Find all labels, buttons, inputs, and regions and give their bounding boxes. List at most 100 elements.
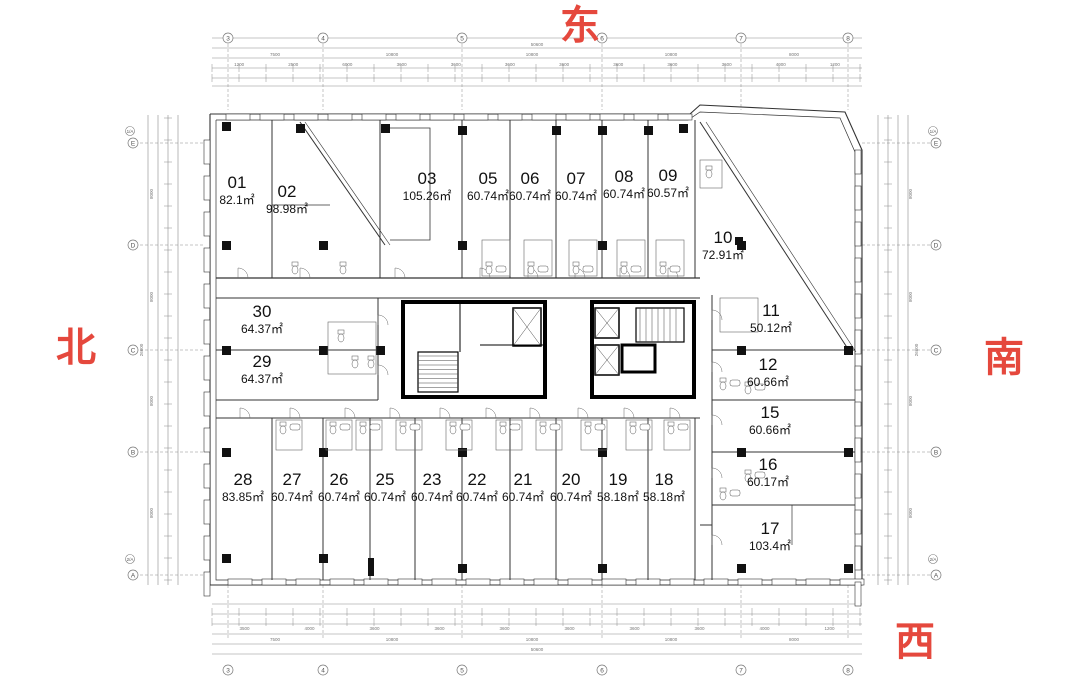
toilet-tank xyxy=(659,261,667,267)
grid-axis-circle xyxy=(842,32,854,44)
room-number: 12 xyxy=(758,355,778,374)
bottom-span-dimension: 10800 xyxy=(665,637,678,642)
toilet-tank xyxy=(584,421,592,427)
door-swing xyxy=(389,407,401,419)
toilet-bowl xyxy=(449,425,457,435)
window-bay xyxy=(203,139,211,165)
bathroom-enclosure xyxy=(495,419,523,451)
bottom-small-dimension: 3600 xyxy=(499,626,510,631)
room-number: 19 xyxy=(608,470,628,489)
bathroom-enclosure xyxy=(568,239,598,277)
toilet-tank xyxy=(719,377,727,383)
top-small-dimension: 3600 xyxy=(559,62,570,67)
left-total-dimension: 26600 xyxy=(139,343,144,356)
bottom-small-dimension: 3600 xyxy=(629,626,640,631)
toilet-bowl xyxy=(705,169,713,179)
structural-column xyxy=(737,564,746,573)
grid-axis-label: 4 xyxy=(321,667,325,674)
wash-basin xyxy=(369,423,381,431)
toilet-bowl xyxy=(719,491,727,501)
toilet-bowl xyxy=(329,425,337,435)
wash-basin xyxy=(729,489,741,497)
room-area: 103.4㎡ xyxy=(748,539,792,553)
grid-axis-circle xyxy=(930,569,942,581)
stair-elevator-cores xyxy=(401,300,696,399)
toilet-bowl xyxy=(399,425,407,435)
right-span-dimension: 8000 xyxy=(908,507,913,518)
room-number: 30 xyxy=(252,302,272,321)
diagonal-wall xyxy=(299,121,386,246)
bathroom-enclosure xyxy=(325,419,353,451)
grid-axis-label: 5 xyxy=(460,667,464,674)
grid-axis-label: 8 xyxy=(846,35,850,42)
grid-axis-label: 6 xyxy=(600,667,604,674)
grid-axis-label: B xyxy=(131,449,135,456)
top-span-dimension: 7500 xyxy=(270,52,281,57)
right-core-stair xyxy=(635,307,685,343)
room-area: 60.74㎡ xyxy=(455,490,499,504)
grid-axis-circle xyxy=(928,126,938,136)
bottom-small-dimension: 1200 xyxy=(824,626,835,631)
wash-basin xyxy=(339,423,351,431)
bathroom-enclosure xyxy=(523,239,553,277)
toilet-tank xyxy=(539,421,547,427)
door-swing xyxy=(711,414,723,426)
room-number: 17 xyxy=(760,519,780,538)
window-bay xyxy=(667,113,693,121)
bottom-small-dimension: 4000 xyxy=(304,626,315,631)
grid-axis-label: 8 xyxy=(846,667,850,674)
room-area: 60.74㎡ xyxy=(501,490,545,504)
wash-basin xyxy=(289,423,301,431)
room-area: 60.66㎡ xyxy=(746,375,790,389)
wash-basin xyxy=(594,423,606,431)
window-bay xyxy=(499,578,525,586)
door-swing xyxy=(394,267,406,279)
structural-column xyxy=(222,554,231,563)
wash-basin xyxy=(459,423,471,431)
toilet-bowl xyxy=(485,265,493,275)
bottom-total-dimension: 50600 xyxy=(531,647,544,652)
structural-column xyxy=(737,448,746,457)
grid-axis-circle xyxy=(222,32,234,44)
toilet-bowl xyxy=(337,333,345,343)
room-area: 64.37㎡ xyxy=(240,322,284,336)
structural-column xyxy=(844,346,853,355)
door-swing xyxy=(669,407,681,419)
toilet-tank xyxy=(527,261,535,267)
door-swing xyxy=(711,467,723,479)
grid-axis-circle xyxy=(930,137,942,149)
grid-axis-label: 1/A xyxy=(930,129,937,134)
wash-basin xyxy=(537,265,549,273)
toilet-bowl xyxy=(359,425,367,435)
bottom-small-dimension: 3600 xyxy=(434,626,445,631)
bathroom-enclosure xyxy=(699,159,723,189)
wash-basin xyxy=(669,265,681,273)
window-bay xyxy=(203,391,211,417)
window-bay xyxy=(259,113,285,121)
window-bay xyxy=(565,113,591,121)
room-area: 60.74㎡ xyxy=(317,490,361,504)
door-swing xyxy=(623,407,635,419)
room-number: 23 xyxy=(422,470,442,489)
window-bay xyxy=(327,113,353,121)
diagonal-wall xyxy=(705,121,857,353)
structural-column xyxy=(598,126,607,135)
structural-column xyxy=(737,241,746,250)
window-bay xyxy=(463,113,489,121)
grid-axis-circle xyxy=(125,554,135,564)
top-small-dimension: 2500 xyxy=(288,62,299,67)
grid-axis-circle xyxy=(127,446,139,458)
toilet-bowl xyxy=(527,265,535,275)
top-span-dimension: 8000 xyxy=(789,52,800,57)
room-area: 50.12㎡ xyxy=(749,321,793,335)
room-number: 16 xyxy=(758,455,778,474)
window-bay xyxy=(203,535,211,561)
room-number: 18 xyxy=(654,470,674,489)
